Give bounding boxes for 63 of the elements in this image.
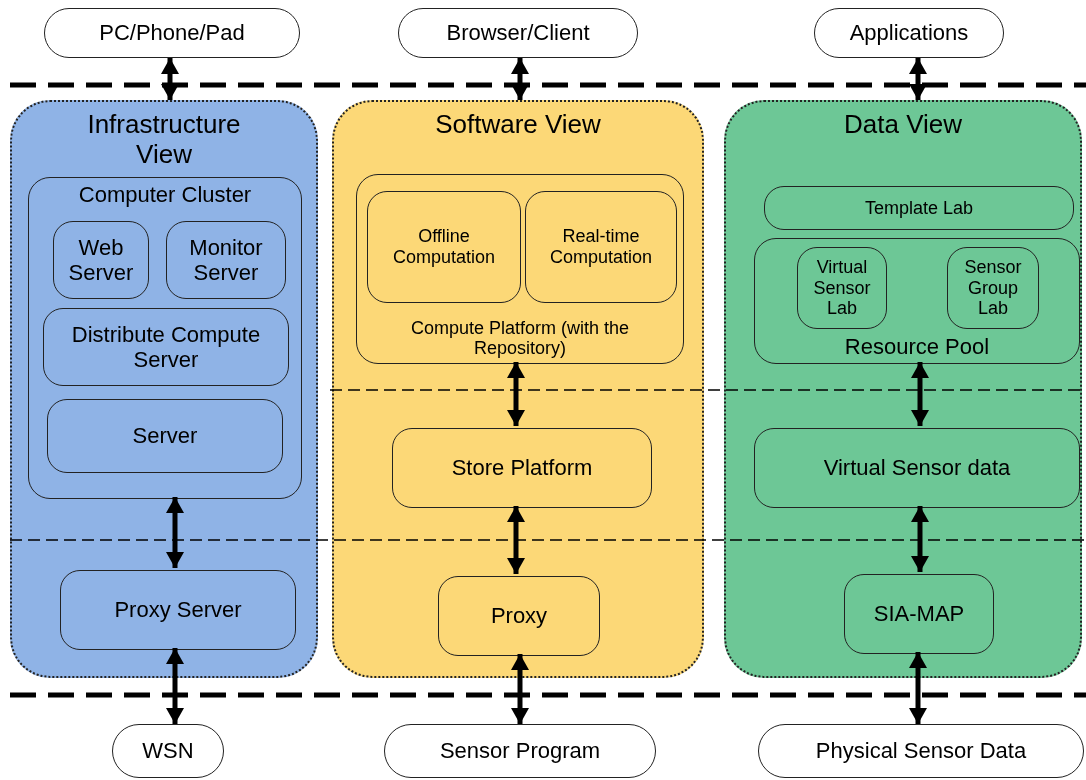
component-box bbox=[367, 191, 521, 303]
node-label: Infrastructure View bbox=[86, 110, 242, 170]
node-label: Sensor Group Lab bbox=[963, 256, 1023, 320]
node-label: Virtual Sensor data bbox=[823, 455, 1011, 481]
node-label: Sensor Program bbox=[439, 738, 601, 764]
component-box bbox=[525, 191, 677, 303]
node-label: WSN bbox=[142, 738, 194, 764]
node-label: Offline Computation bbox=[391, 226, 497, 268]
endpoint-pill bbox=[814, 8, 1004, 58]
component-box bbox=[438, 576, 600, 656]
component-box bbox=[754, 428, 1080, 508]
double-arrow bbox=[511, 654, 529, 724]
view-panel bbox=[10, 100, 318, 678]
node-label: Proxy bbox=[490, 603, 548, 629]
double-arrow bbox=[911, 506, 929, 572]
view-panel bbox=[724, 100, 1082, 678]
group-box bbox=[754, 238, 1080, 364]
node-label: Compute Platform (with the Repository) bbox=[409, 317, 631, 359]
node-label: PC/Phone/Pad bbox=[99, 20, 245, 46]
double-arrow bbox=[161, 58, 179, 100]
node-label: Proxy Server bbox=[114, 597, 242, 623]
endpoint-pill bbox=[384, 724, 656, 778]
double-arrow bbox=[166, 648, 184, 724]
node-label: Browser/Client bbox=[446, 20, 590, 46]
component-box bbox=[47, 399, 283, 473]
node-label: Store Platform bbox=[451, 455, 593, 481]
node-label: Template Lab bbox=[864, 197, 974, 219]
component-box bbox=[947, 247, 1039, 329]
node-label: Software View bbox=[435, 110, 601, 140]
component-box bbox=[844, 574, 994, 654]
view-panel bbox=[332, 100, 704, 678]
node-label: Data View bbox=[844, 110, 962, 140]
component-box bbox=[764, 186, 1074, 230]
double-arrow bbox=[909, 652, 927, 724]
component-box bbox=[60, 570, 296, 650]
node-label: SIA-MAP bbox=[873, 601, 965, 627]
endpoint-pill bbox=[398, 8, 638, 58]
double-arrow bbox=[911, 362, 929, 426]
component-box bbox=[392, 428, 652, 508]
double-arrow bbox=[507, 362, 525, 426]
component-box bbox=[43, 308, 289, 386]
group-box bbox=[28, 177, 302, 499]
component-box bbox=[166, 221, 286, 299]
endpoint-pill bbox=[44, 8, 300, 58]
node-label: Distribute Compute Server bbox=[70, 321, 262, 373]
double-arrow bbox=[507, 506, 525, 574]
node-label: Applications bbox=[849, 20, 969, 46]
node-label: Physical Sensor Data bbox=[815, 738, 1027, 764]
group-box bbox=[356, 174, 684, 364]
node-label: Real-time Computation bbox=[548, 226, 654, 268]
component-box bbox=[53, 221, 149, 299]
node-label: Web Server bbox=[67, 234, 135, 286]
endpoint-pill bbox=[758, 724, 1084, 778]
double-arrow bbox=[909, 58, 927, 100]
node-label: Virtual Sensor Lab bbox=[812, 256, 872, 320]
node-label: Resource Pool bbox=[844, 333, 990, 359]
endpoint-pill bbox=[112, 724, 224, 778]
double-arrow bbox=[511, 58, 529, 100]
node-label: Monitor Server bbox=[188, 234, 264, 286]
double-arrow bbox=[166, 497, 184, 568]
component-box bbox=[797, 247, 887, 329]
node-label: Computer Cluster bbox=[78, 182, 252, 208]
node-label: Server bbox=[132, 423, 198, 449]
